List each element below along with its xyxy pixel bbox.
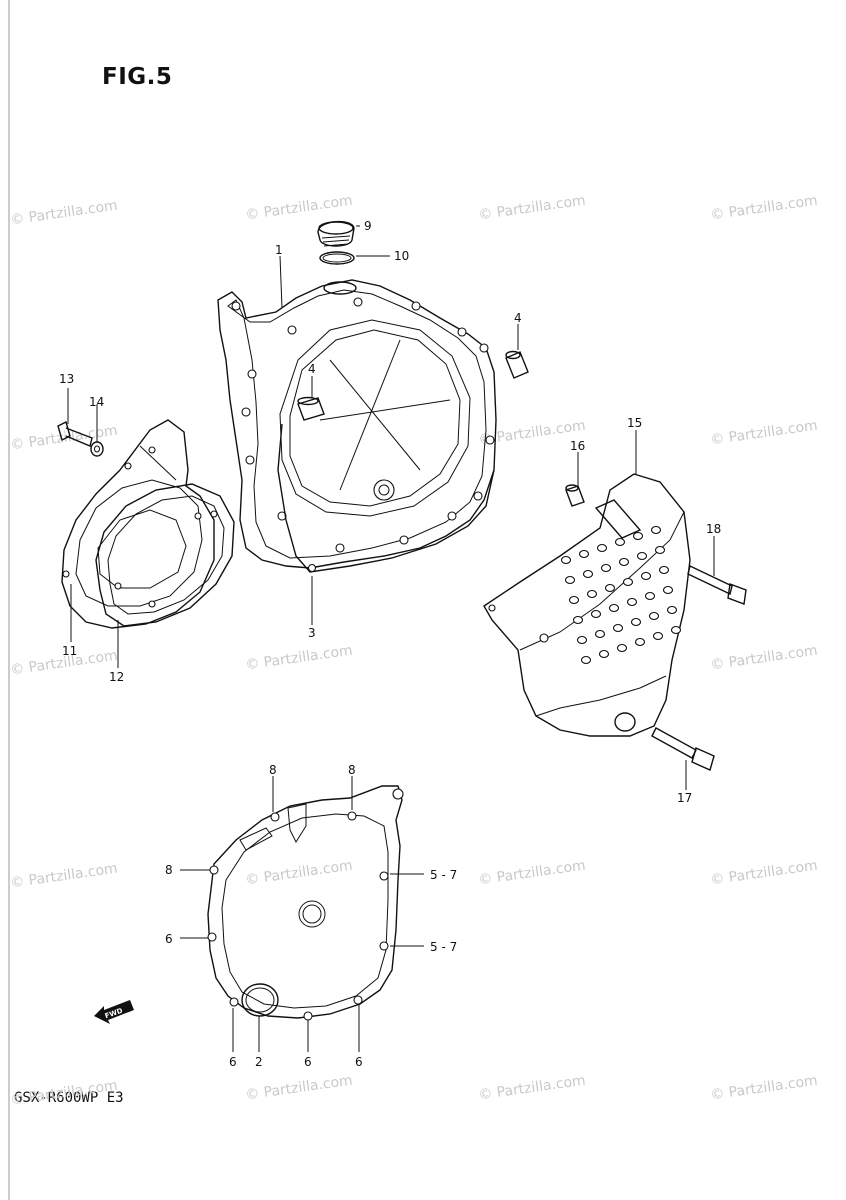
perforation-hole	[622, 577, 634, 587]
sprocket-cover-guard	[483, 473, 691, 737]
callout-label: 6	[165, 932, 173, 946]
perforation-hole	[560, 555, 572, 565]
model-code: GSX-R600WP E3	[14, 1090, 124, 1106]
callout-label: 4	[308, 362, 316, 376]
signal-generator-cover-gasket	[95, 483, 235, 627]
leader-lines	[67, 225, 715, 1052]
perforation-hole	[598, 649, 610, 659]
guard-perforations	[560, 525, 682, 665]
callout-label: 8	[269, 763, 277, 777]
callout-label: 6	[229, 1055, 237, 1069]
perforation-hole	[604, 583, 616, 593]
callout-label: 8	[165, 863, 173, 877]
figure-title: FIG.5	[102, 64, 173, 90]
dowel-pin	[297, 396, 325, 421]
callout-label: 5 - 7	[430, 940, 457, 954]
perforation-hole	[630, 617, 642, 627]
callout-label: 14	[89, 395, 104, 409]
guard-bolt-lower	[651, 727, 715, 771]
callout-label: 11	[62, 644, 77, 658]
perforation-hole	[564, 575, 576, 585]
perforation-hole	[568, 595, 580, 605]
perforation-hole	[634, 637, 646, 647]
callout-label: 1	[275, 243, 283, 257]
bolt	[57, 420, 93, 447]
dowel-pin	[505, 350, 529, 379]
perforation-hole	[650, 525, 662, 535]
signal-generator-cover	[61, 419, 215, 629]
perforation-hole	[600, 563, 612, 573]
perforation-hole	[658, 565, 670, 575]
perforation-hole	[612, 623, 624, 633]
callout-label: 4	[514, 311, 522, 325]
forward-arrow-icon: FWD	[94, 1000, 134, 1024]
perforation-hole	[636, 551, 648, 561]
fwd-label: FWD	[104, 1007, 124, 1021]
callout-label: 10	[394, 249, 409, 263]
guard-spacer	[594, 499, 642, 539]
perforation-hole	[578, 549, 590, 559]
perforation-hole	[648, 611, 660, 621]
callout-label: 12	[109, 670, 124, 684]
callout-label: 3	[308, 626, 316, 640]
perforation-hole	[644, 591, 656, 601]
clutch-cover-gasket	[277, 423, 495, 573]
callout-label: 2	[255, 1055, 263, 1069]
perforation-hole	[652, 631, 664, 641]
perforation-hole	[586, 589, 598, 599]
callout-label: 17	[677, 791, 692, 805]
perforation-hole	[594, 629, 606, 639]
perforation-hole	[670, 625, 682, 635]
perforation-hole	[576, 635, 588, 645]
perforation-hole	[616, 643, 628, 653]
callout-label: 15	[627, 416, 642, 430]
collar	[565, 484, 585, 507]
perforation-hole	[614, 537, 626, 547]
callout-label: 9	[364, 219, 372, 233]
perforation-hole	[572, 615, 584, 625]
perforation-hole	[590, 609, 602, 619]
perforation-hole	[582, 569, 594, 579]
perforation-hole	[632, 531, 644, 541]
perforation-hole	[608, 603, 620, 613]
generator-cover	[207, 785, 404, 1021]
perforation-hole	[596, 543, 608, 553]
callout-label: 6	[304, 1055, 312, 1069]
clutch-cover-outer	[217, 279, 497, 569]
washer	[90, 441, 104, 457]
callout-labels: 1 2 3 4 4 5 - 7 5 - 7 6 6 6 6 8 8 8 9 10…	[59, 219, 721, 1069]
perforation-hole	[640, 571, 652, 581]
inspection-plug	[241, 983, 279, 1017]
callout-label: 16	[570, 439, 585, 453]
perforation-hole	[580, 655, 592, 665]
perforation-hole	[626, 597, 638, 607]
callout-label: 8	[348, 763, 356, 777]
perforation-hole	[666, 605, 678, 615]
callout-label: 6	[355, 1055, 363, 1069]
perforation-hole	[618, 557, 630, 567]
perforation-hole	[662, 585, 674, 595]
perforation-hole	[654, 545, 666, 555]
callout-label: 5 - 7	[430, 868, 457, 882]
callout-label: 18	[706, 522, 721, 536]
o-ring	[319, 251, 355, 265]
guard-bolt-upper	[687, 565, 747, 605]
oil-filler-cap	[317, 221, 355, 247]
callout-label: 13	[59, 372, 74, 386]
